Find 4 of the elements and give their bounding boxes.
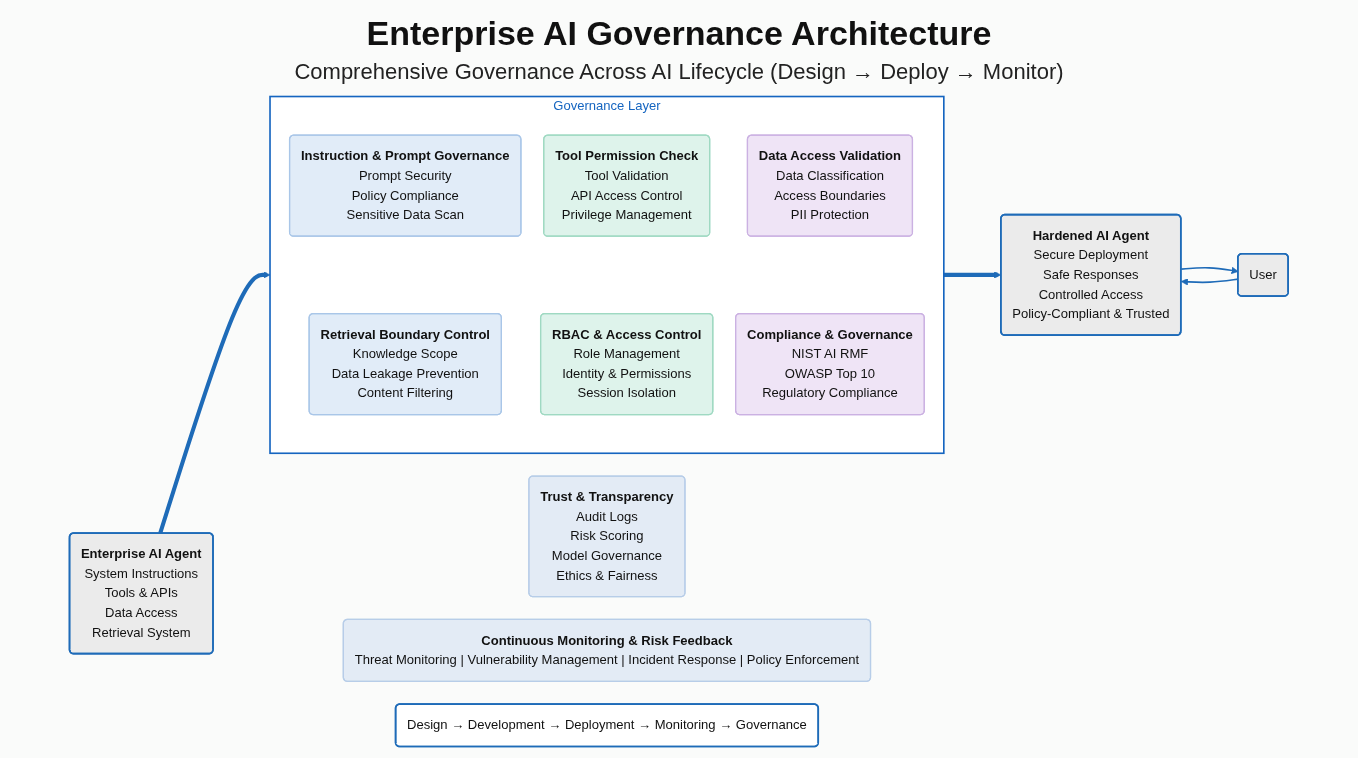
diagram-title: Enterprise AI Governance Architecture <box>366 14 992 53</box>
subtitle: Comprehensive Governance Across AI Lifecycle (Design → Deploy → Monitor) <box>294 59 1064 85</box>
arrow <box>944 271 1002 279</box>
arrow <box>158 271 271 534</box>
